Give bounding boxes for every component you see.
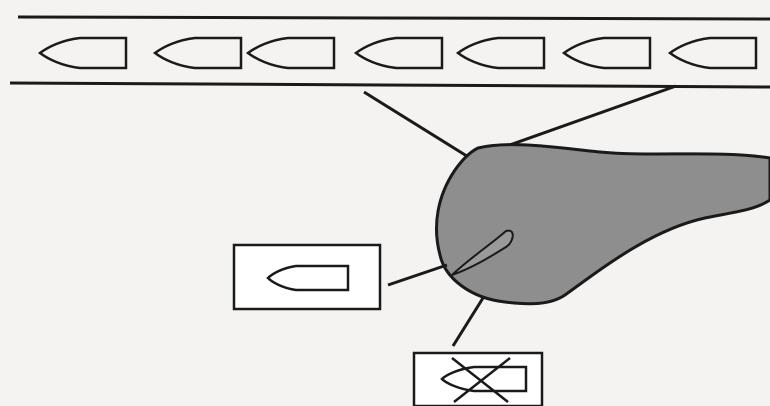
conveyor-items (40, 38, 756, 68)
conveyor-item (248, 38, 334, 68)
conveyor-item (458, 38, 544, 68)
conveyor-top-rail (18, 17, 770, 19)
conveyor-item (356, 38, 442, 68)
conveyor-bottom-rail (10, 83, 770, 87)
conveyor-item (40, 38, 126, 68)
accepted-output-line (388, 265, 447, 285)
selector-body (436, 145, 770, 304)
rejected-output-line (453, 298, 483, 346)
connector-line-left (364, 92, 470, 158)
conveyor-item (564, 38, 650, 68)
connector-line-right (490, 86, 676, 152)
conveyor-item (155, 38, 241, 68)
accepted-sample-box (234, 245, 380, 309)
conveyor-item (670, 38, 756, 68)
